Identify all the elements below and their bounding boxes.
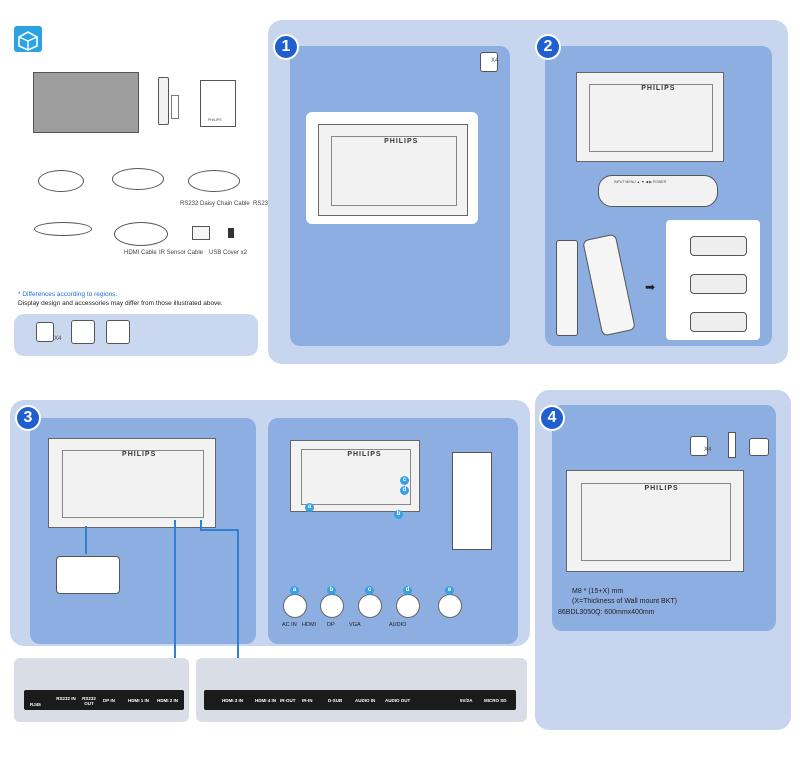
port-hdmi1-in: HDMI 1 IN: [128, 698, 150, 703]
step-4-badge: 4: [541, 407, 563, 429]
screw-note: (X=Thickness of Wall mount BKT): [572, 598, 677, 605]
box-icon: [14, 26, 42, 52]
conn-bubble-c: c: [400, 476, 409, 485]
remote-battery-close: [690, 312, 747, 332]
port-audio-out: AUDIO OUT: [385, 698, 411, 703]
display-back-step4: PHILIPS: [566, 470, 744, 572]
label-vga: VGA: [349, 622, 361, 628]
conn-letter-e: e: [445, 586, 454, 595]
audio-jack-connector-icon: [438, 594, 462, 618]
display-back-step3-left: PHILIPS: [48, 438, 216, 528]
step1-x4-label: X4: [491, 58, 499, 64]
rs232-daisy-chain-label: RS232 Daisy Chain Cable: [180, 201, 250, 207]
batteries: [171, 95, 179, 119]
conn-bubble-d: d: [400, 486, 409, 495]
wrench-icon: [749, 438, 769, 456]
conn-bubble-a: a: [305, 503, 314, 512]
port-labels-bar-left: [24, 690, 184, 710]
arrow-right-ports-h: [200, 529, 238, 531]
port-d-sub: D-SUB: [328, 698, 343, 703]
conn-letter-b: b: [327, 586, 336, 595]
ac-in-connector-icon: [283, 594, 307, 618]
port-5v2a: 5V/2A: [460, 698, 473, 703]
conn-letter-d: d: [403, 586, 412, 595]
note-design: Display design and accessories may diffe…: [18, 300, 223, 307]
guide-brand-text: PHILIPS: [208, 118, 222, 122]
rs232-cable: [188, 170, 240, 192]
hdmi-cable: [114, 222, 168, 246]
port-micro-sd: MICRO SD: [484, 698, 507, 703]
port-ir-out: IR-OUT: [280, 698, 296, 703]
power-cable: [38, 170, 84, 192]
step-3-badge: 3: [17, 407, 39, 429]
screw-part: [228, 228, 234, 238]
two-person-icon: [480, 52, 498, 72]
usb-cover-label: USB Cover x2: [209, 250, 248, 256]
conn-bubble-b: b: [394, 510, 403, 519]
label-dp: DP: [327, 622, 335, 628]
remote-front: [556, 240, 578, 336]
port-hdmi2-in: HDMI 2 IN: [157, 698, 179, 703]
port-ir-in: IR-IN: [302, 698, 313, 703]
port-dp-in: DP IN: [103, 698, 115, 703]
cutter-icon: [71, 320, 95, 344]
port-rj45: RJ45: [30, 702, 41, 707]
port-audio-in: AUDIO IN: [355, 698, 376, 703]
quick-start-guide: [200, 80, 236, 127]
hdmi-connector-icon: [320, 594, 344, 618]
two-person-icon: [690, 436, 708, 456]
display-front: [33, 72, 139, 133]
usb-cover-part: [192, 226, 210, 240]
display-back-step2: PHILIPS: [576, 72, 724, 162]
port-rs232-in: RS232 IN: [56, 696, 76, 701]
display-back-step1: PHILIPS: [318, 124, 468, 216]
power-socket-panel: [56, 556, 120, 594]
hdmi-cable-label: HDMI Cable: [124, 250, 157, 256]
tools-x4-label: X4: [54, 336, 62, 342]
screwdriver-icon: [728, 432, 736, 458]
two-person-icon: [36, 322, 54, 342]
label-audio: AUDIO: [389, 622, 407, 628]
computer-tower: [452, 452, 492, 550]
arrow-right-ports-v2: [237, 529, 239, 658]
arrow-right-ports-v1: [200, 520, 202, 530]
rs232-daisy-chain-cable: [112, 168, 164, 190]
vga-connector-icon: [358, 594, 382, 618]
label-hdmi: HDMI: [302, 622, 317, 628]
note-regions: * Differences according to regions.: [18, 291, 118, 298]
vesa-spec: 86BDL3050Q: 600mmx400mm: [558, 609, 655, 616]
step-1-badge: 1: [275, 36, 297, 58]
screwdriver-icon: [106, 320, 130, 344]
port-rs232-out: RS232 OUT: [82, 696, 96, 706]
port-hdmi3-in: HDMI 3 IN: [222, 698, 244, 703]
arrow-left-ports: [174, 520, 176, 658]
port-hdmi4-in: HDMI 4 IN: [255, 698, 277, 703]
right-arrow-icon: ➡: [645, 280, 656, 294]
control-button-labels: INPUT MENU ▲ ▼ ◀ ▶ POWER: [614, 180, 667, 184]
conn-letter-a: a: [290, 586, 299, 595]
display-back-step3-right: PHILIPS: [290, 440, 420, 512]
remote-control: [158, 77, 169, 125]
screw-spec: M8 * (15+X) mm: [572, 588, 624, 595]
port-labels-bar-right: [204, 690, 516, 710]
control-button-bar: [598, 175, 718, 207]
conn-letter-c: c: [365, 586, 374, 595]
ir-cable: [34, 222, 92, 236]
step-2-badge: 2: [537, 36, 559, 58]
power-arrow-line: [85, 526, 87, 554]
remote-battery-open: [690, 236, 747, 256]
tools-panel: [14, 314, 258, 356]
label-ac-in: AC IN: [282, 622, 297, 628]
step4-x4-label: X4: [704, 447, 712, 453]
ir-sensor-cable-label: IR Sensor Cable: [159, 250, 204, 256]
remote-battery-insert: [690, 274, 747, 294]
audio-connector-icon: [396, 594, 420, 618]
